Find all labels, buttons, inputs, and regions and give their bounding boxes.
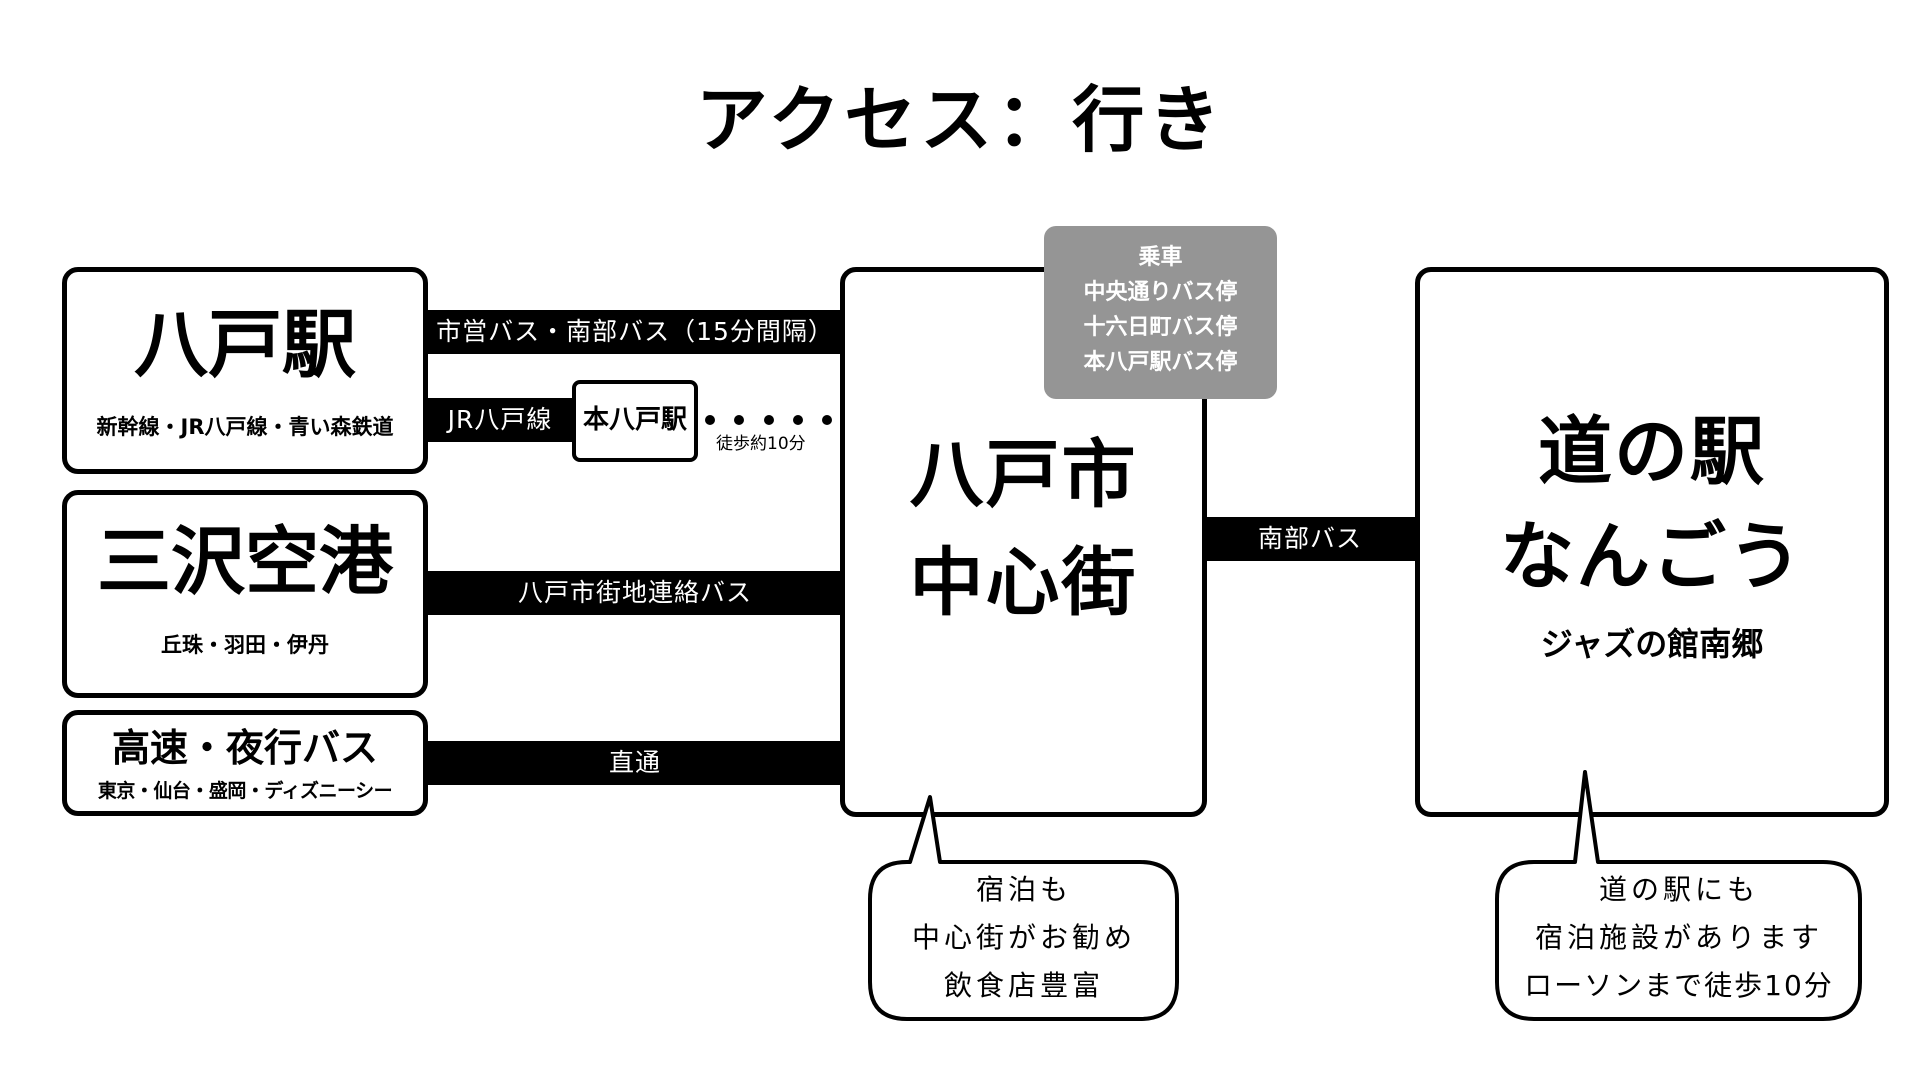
transfer-station-name: 本八戸駅 — [582, 405, 687, 435]
hub-name-line1: 八戸市 — [909, 432, 1138, 518]
destination-sub: ジャズの館南郷 — [1540, 625, 1764, 663]
boarding-stop: 本八戸駅バス停 — [1083, 350, 1238, 375]
destination-note-line: ローソンまで徒歩10分 — [1524, 969, 1834, 1002]
walk-dot — [734, 415, 744, 425]
route-jr-line: JR八戸線 — [420, 398, 580, 442]
route-nanbu-bus-label: 南部バス — [1257, 524, 1362, 553]
route-direct-label: 直通 — [608, 748, 661, 777]
walk-dot — [764, 415, 774, 425]
route-direct: 直通 — [420, 741, 850, 785]
walk-dot — [822, 415, 832, 425]
route-city-bus: 市営バス・南部バス（15分間隔） — [420, 310, 850, 354]
destination-michinoeki: 道の駅 なんごう ジャズの館南郷 — [1415, 267, 1889, 817]
hub-name-line2: 中心街 — [909, 540, 1138, 626]
destination-note-line: 宿泊施設があります — [1534, 921, 1823, 954]
walk-dot — [705, 415, 715, 425]
hub-note: 宿泊も 中心街がお勧め 飲食店豊富 — [870, 862, 1178, 1020]
destination-name-line2: なんごう — [1500, 514, 1804, 600]
destination-name-line1: 道の駅 — [1538, 409, 1766, 495]
origin-name: 高速・夜行バス — [111, 726, 378, 770]
origin-sub: 新幹線・JR八戸線・青い森鉄道 — [96, 415, 394, 439]
route-airport-bus: 八戸市街地連絡バス — [420, 571, 850, 615]
route-city-bus-label: 市営バス・南部バス（15分間隔） — [436, 317, 834, 346]
origin-sub: 丘珠・羽田・伊丹 — [161, 633, 329, 657]
destination-note: 道の駅にも 宿泊施設があります ローソンまで徒歩10分 — [1497, 862, 1861, 1020]
origin-name: 八戸駅 — [134, 302, 356, 388]
origin-name: 三沢空港 — [97, 519, 393, 605]
origin-sub: 東京・仙台・盛岡・ディズニーシー — [97, 780, 393, 802]
route-nanbu-bus: 南部バス — [1200, 517, 1420, 561]
boarding-stop: 中央通りバス停 — [1083, 280, 1238, 305]
route-airport-bus-label: 八戸市街地連絡バス — [517, 578, 752, 607]
origin-hachinohe-station: 八戸駅 新幹線・JR八戸線・青い森鉄道 — [62, 267, 428, 474]
route-jr-line-label: JR八戸線 — [447, 405, 553, 434]
walk-time-label: 徒歩約10分 — [716, 434, 806, 454]
transfer-station-box: 本八戸駅 — [572, 380, 698, 462]
destination-note-bubble — [1495, 770, 1862, 1021]
hub-note-bubble — [868, 795, 1179, 1021]
hub-note-line: 飲食店豊富 — [943, 969, 1104, 1002]
boarding-stop: 十六日町バス停 — [1083, 315, 1238, 340]
origin-highway-bus: 高速・夜行バス 東京・仙台・盛岡・ディズニーシー — [62, 710, 428, 816]
hub-note-line: 宿泊も — [975, 873, 1072, 906]
boarding-heading: 乗車 — [1138, 245, 1183, 270]
walk-dot — [793, 415, 803, 425]
destination-note-line: 道の駅にも — [1598, 873, 1759, 906]
origin-misawa-airport: 三沢空港 丘珠・羽田・伊丹 — [62, 490, 428, 698]
page-title: アクセス：行き — [695, 78, 1225, 162]
boarding-stops-box: 乗車 中央通りバス停 十六日町バス停 本八戸駅バス停 — [1044, 226, 1277, 399]
hub-note-line: 中心街がお勧め — [911, 921, 1136, 954]
